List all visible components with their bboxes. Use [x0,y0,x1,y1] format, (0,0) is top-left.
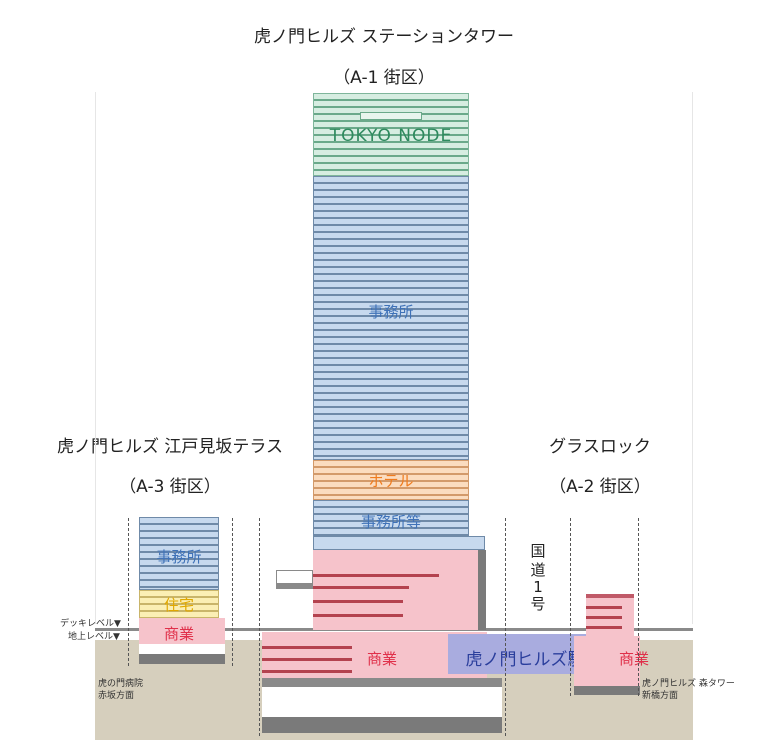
direction-left-line1: 虎の門病院 [98,679,144,689]
lot-boundary [232,518,233,666]
lot-boundary [128,518,129,666]
glass-rock-underground [574,636,640,686]
podium-floor-line [313,586,409,589]
direction-right-line2: 新橋方面 [642,691,679,701]
podium-floor-line [313,614,403,617]
edomizaka-title: 虎ノ門ヒルズ 江戸見坂テラス [56,437,284,457]
lot-boundary [570,518,571,696]
deck-level-label: デッキレベル▼ [60,619,121,629]
ground-level-label: 地上レベル▼ [68,632,120,642]
lot-boundary [638,518,639,696]
basement-bottom-slab [262,717,502,733]
glass-rock-floor-line [586,606,622,609]
road-char: 国 [530,542,546,560]
glass-rock-district: （A-2 街区） [549,477,651,497]
station-tower-title: 虎ノ門ヒルズ ステーションタワー [253,27,515,47]
hotel-block [313,460,469,500]
edomizaka-base-white [139,644,225,654]
underground-floor-line [262,658,352,661]
underground-commercial-label: 商業 [366,650,397,668]
residential-block [139,590,219,618]
basement-floor [262,678,502,687]
podium-floor-line [313,574,439,577]
podium-floor-line [313,600,403,603]
podium-roof [313,536,485,550]
glass-rock-floor-line [586,616,622,619]
station-label: 虎ノ門ヒルズ駅 [465,650,585,670]
office-label: 事務所 [368,303,414,321]
station-tower-district: （A-1 街区） [333,68,435,88]
glass-rock-commercial-label: 商業 [618,650,649,668]
bridge-overhang [276,570,313,584]
edomizaka-district: （A-3 街区） [119,477,221,497]
edomizaka-commercial-block [139,618,225,644]
lot-boundary [259,518,260,736]
tokyo-node-label: TOKYO NODE [329,126,453,146]
left-boundary-line [95,92,96,624]
lot-boundary [505,518,506,736]
tokyo-node-block [313,93,469,176]
glass-rock-title: グラスロック [549,437,651,457]
bridge-overhang-base [276,584,313,589]
edomizaka-commercial-label: 商業 [163,625,194,643]
station-tower-podium-commercial [313,550,478,630]
direction-left-line2: 赤坂方面 [98,691,135,701]
office-etc-block [313,500,469,536]
podium-right-wall [478,550,486,630]
office-etc-label: 事務所等 [360,513,421,531]
underground-floor-line [262,670,352,673]
road-char: 道 [530,561,546,579]
residential-label: 住宅 [163,596,194,614]
direction-right-line1: 虎ノ門ヒルズ 森タワー [642,679,735,689]
underground-floor-line [262,646,352,649]
road-char: 1 [533,578,543,596]
edomizaka-base-slab [139,654,225,664]
station-tower-office-block [313,176,469,460]
edomizaka-office-block [139,517,219,590]
hotel-label: ホテル [368,472,414,490]
basement-level [262,687,502,717]
glass-rock-floor-line [586,626,622,629]
glass-rock-base-slab [574,686,640,695]
rooftop-frame [360,112,422,120]
road-char: 号 [530,595,546,613]
glass-rock-roof [586,594,634,598]
edomizaka-office-label: 事務所 [156,548,202,566]
right-boundary-line [692,92,693,624]
